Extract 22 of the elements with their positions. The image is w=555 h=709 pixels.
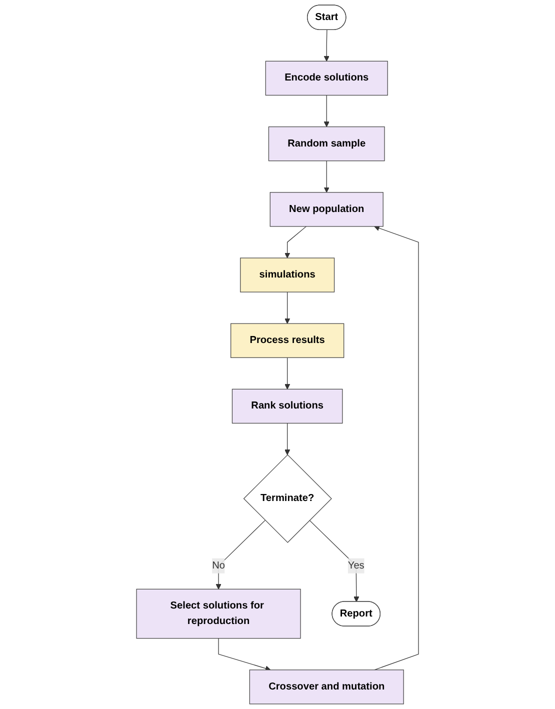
arrow (324, 30, 330, 62)
arrow (284, 292, 290, 324)
arrow (284, 357, 290, 390)
node-box: Process results (230, 323, 344, 358)
arrow (309, 520, 360, 602)
arrow (218, 638, 271, 672)
edge-label: Yes (348, 560, 364, 571)
arrow (284, 422, 290, 456)
edge-label: No (212, 560, 225, 571)
arrow (216, 520, 266, 590)
node-box: Crossover and mutation (249, 670, 404, 704)
node-box: Rank solutions (232, 388, 343, 424)
arrow (324, 160, 330, 193)
node-box: simulations (240, 258, 335, 292)
arrow (284, 226, 307, 258)
node-box: Random sample (268, 126, 385, 162)
arrow (374, 226, 419, 670)
node-diamond: Terminate? (243, 454, 332, 543)
node-box: Select solutions for reproduction (136, 588, 301, 639)
node-box: Encode solutions (265, 60, 388, 96)
node-box: New population (270, 192, 384, 227)
arrow (324, 94, 330, 128)
